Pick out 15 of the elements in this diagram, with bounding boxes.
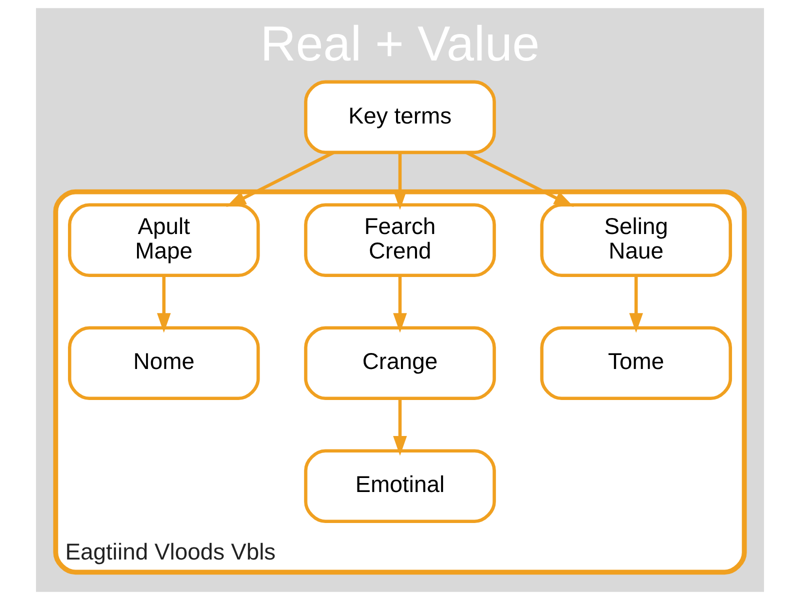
node-box: Seling Naue <box>540 203 732 278</box>
node-box: Nome <box>68 326 260 400</box>
arrow <box>466 151 574 207</box>
node-box: Emotinal <box>304 449 496 523</box>
node-box: Apult Mape <box>68 203 260 278</box>
arrow <box>156 276 171 333</box>
arrow <box>226 151 334 207</box>
arrow <box>629 276 644 333</box>
node-box: Fearch Crend <box>304 203 496 278</box>
node-box: Tome <box>540 326 732 400</box>
arrow <box>393 398 407 456</box>
arrow <box>393 276 407 333</box>
arrow <box>393 152 407 210</box>
node-box: Key terms <box>304 80 496 154</box>
node-box: Crange <box>304 326 496 400</box>
